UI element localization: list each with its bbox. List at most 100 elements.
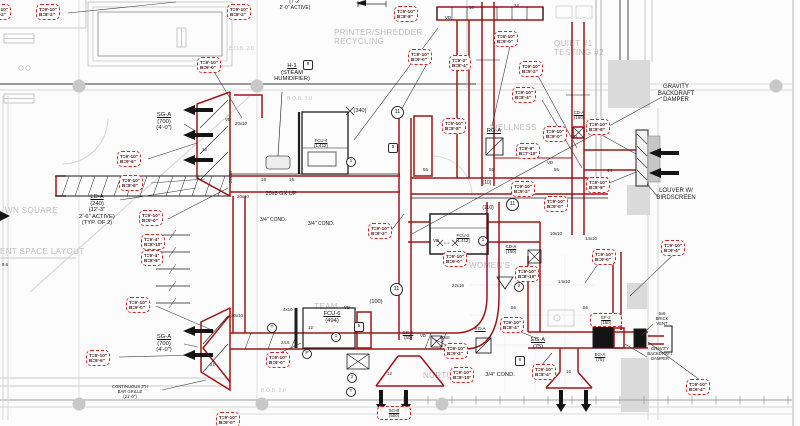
elevation-callout: T=9'-10" B=9'-2" (511, 181, 535, 197)
drawing-symbol-bubble: 6 (515, 356, 525, 366)
duct-size-label: VD (344, 305, 350, 310)
elevation-callout: T=9'-10" B=9'-0" (266, 352, 290, 368)
callout-bottom-elevation: B=9'-0" (595, 256, 611, 262)
bubble-number: P (305, 351, 309, 356)
duct-size-text: 14x10 (585, 236, 597, 241)
duct-size-label: 12 (308, 325, 313, 330)
callout-bottom-elevation: B=8'-10" (518, 273, 537, 279)
leader-lines (67, 1, 701, 391)
supply-air-arrow (183, 326, 213, 336)
duct-size-label: 21 (210, 362, 215, 367)
duct-size-label: VD (547, 160, 553, 165)
annotation-note-text: (7'-2" 2'-0" ACTIVE) (279, 0, 311, 11)
duct-size-text: 20x8 (440, 335, 450, 340)
duct-size-label: 10x10 (550, 231, 562, 236)
equipment-tag-sub: (STEAM HUMIDIFIER) (274, 69, 310, 83)
elevation-callout: T=9'-10" B=9'-2" (444, 343, 468, 359)
callout-bottom-elevation: B=8'-8" (122, 182, 138, 188)
annotation-note: 3/4" COND. (304, 221, 338, 228)
annotation-note-text: 3/4" COND. (259, 217, 287, 223)
duct-size-text: VD (344, 305, 351, 310)
elevation-callout: T=9'-10" B=9'-4" (661, 240, 685, 256)
elevation-callout: T=9'-10" B=8'-4" (500, 317, 524, 333)
equipment-tag: FCU-2 (1,412) (448, 233, 478, 243)
elevation-callout: T=9'-10" B=9'-0" (408, 49, 432, 65)
elevation-callout: T=9'-10" B=8'-4" (512, 87, 536, 103)
elevation-callout: T=9'-4" B=8'-8" (141, 250, 163, 266)
equipment-tag: LD-A (240) (12'-3" 2'-6" ACTIVE) (TYP. O… (66, 194, 128, 227)
duct-size-text: 20x10 (231, 313, 243, 318)
equipment-tag: SG-A (700) (4'-0") (144, 334, 184, 354)
annotation-note-text: 3/4" COND. (307, 221, 335, 227)
equipment-tag-sub: (500) (388, 413, 400, 418)
callout-bottom-elevation: B=8'-4" (515, 94, 531, 100)
callout-bottom-elevation: B=9'-4" (689, 386, 705, 392)
annotation-note-text: 20x8 GX UP (265, 191, 297, 197)
annotation-note-text: GRAVITY BACKDRAFT DAMPER (647, 346, 673, 361)
room-label: B.O.B. 2.0 (287, 90, 312, 102)
equipment-tag-sub: (494) (325, 317, 339, 324)
elevation-callout: T=9'-10" B=8'-2" (0, 4, 11, 20)
duct-size-label: 20x8 (440, 335, 450, 340)
drawing-symbol-bubble: 11 (391, 106, 404, 119)
callout-bottom-elevation: B=8'-2" (39, 11, 55, 17)
callout-bottom-elevation: B=8'-8" (589, 184, 605, 190)
equipment-tag: SG-A (700) (4'-0") (144, 112, 184, 132)
duct-size-text: VD (571, 134, 578, 139)
callout-bottom-elevation: B=9'-0" (547, 203, 563, 209)
elevation-callout: T=9'-10" B=9'-0" (126, 297, 150, 313)
equipment-tag: EG-A (75) (586, 352, 614, 362)
annotation-note: 3/4" COND. (482, 372, 518, 378)
equipment-tag: RG-A (480, 128, 508, 135)
elevation-callout: T=9'-10" B=9'-0" (197, 57, 221, 73)
callout-bottom-elevation: B=9'-0" (200, 64, 216, 70)
duct-size-text: 9.6 (2, 262, 9, 267)
callout-bottom-elevation: B=9'-4" (664, 247, 680, 253)
equipment-tag-sub: (150) (505, 249, 517, 254)
duct-size-text: 20x14 (228, 171, 233, 183)
room-label-text: PRINTER/SHREDDER RECYCLING (334, 28, 423, 46)
callout-bottom-elevation: B=8'-4" (503, 324, 519, 330)
elevation-callout: T=9'-10" B=8'-8" (586, 177, 610, 193)
duct-size-text: 24.5 (281, 340, 290, 345)
equipment-tag-title: LD-A (90, 194, 104, 200)
elevation-callout: T=9'-10" B=8'-4" (532, 364, 556, 380)
duct-size-text: 56 (489, 167, 494, 172)
annotation-note: GRAVITY BACKDRAFT DAMPER (638, 346, 682, 361)
duct-size-label: 44 (607, 168, 612, 173)
annotation-note-text: CONTINUOUS 3"H BAR GRILLE (21'-0") (111, 384, 149, 399)
duct-size-label: 16 (289, 177, 294, 182)
duct-size-text: 20x10 (235, 121, 247, 126)
equipment-tag-sub: (50) (404, 335, 412, 340)
duct-size-label: 9.6 (2, 262, 8, 267)
down-air-arrow (556, 390, 566, 412)
callout-bottom-elevation: B=8'-10" (453, 374, 472, 380)
bubble-number: 1 (349, 159, 353, 164)
duct-size-label: 56 (423, 167, 428, 172)
drawing-symbol-bubble: T (346, 387, 356, 397)
callout-bottom-elevation: B=8'-2" (0, 11, 6, 17)
bubble-number: 2 (517, 284, 521, 289)
intake-air-arrow (649, 168, 679, 178)
elevation-callout: T=9'-10" B=9'-6" (117, 151, 141, 167)
equipment-tag: RG-A (466, 326, 494, 331)
annotation-note: CONTINUOUS 3"H BAR GRILLE (21'-0") (104, 384, 156, 399)
room-label-text: B.O.B. 2.0 (229, 46, 255, 52)
annotation-note-text: (110) (482, 205, 494, 211)
annotation-note-text: LOUVER W/ BIRDSCREEN (656, 188, 696, 201)
annotation-note: (7'-2" 2'-0" ACTIVE) (272, 0, 318, 11)
duct-size-label: 56 (583, 305, 588, 310)
bubble-number: 11 (394, 109, 401, 115)
callout-bottom-elevation: B=9'-0" (269, 359, 285, 365)
duct-size-label: 56 (554, 167, 559, 172)
elevation-callout: T=9'-10" B=8'-10" (450, 367, 475, 383)
drawing-symbol-bubble: 11 (390, 283, 403, 296)
duct-size-text: 12 (387, 371, 392, 376)
bubble-number: T (349, 389, 353, 394)
room-label: WOMEN'S (469, 252, 510, 270)
elevation-callout: T=9'-10" B=9'-2" (368, 223, 392, 239)
duct-size-text: 56 (554, 167, 559, 172)
elevation-callout: T=9'-10" B=9'-0" (592, 249, 616, 265)
intake-air-arrow (649, 148, 679, 158)
elevation-callout: T=9'-10" B=9'-6" (86, 350, 110, 366)
